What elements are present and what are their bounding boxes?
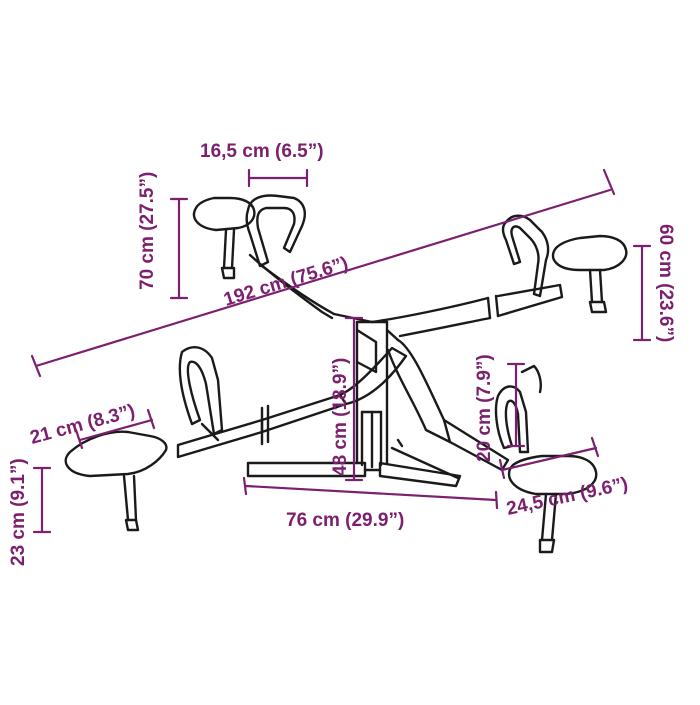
label-handle-small: 20 cm (7.9”)	[474, 354, 495, 462]
dim-line-base-length	[242, 476, 499, 510]
seat-back-right	[501, 214, 628, 314]
label-seat-width: 16,5 cm (6.5”)	[200, 141, 324, 162]
seat-back-left	[192, 194, 306, 280]
dimension-lines	[30, 168, 652, 534]
label-seat-height: 23 cm (9.1”)	[8, 458, 29, 566]
center-post	[355, 320, 400, 469]
label-seat-length: 24,5 cm (9.6”)	[505, 474, 630, 520]
label-pivot-height: 48 cm (18.9”)	[330, 358, 351, 476]
label-handle-height: 70 cm (27.5”)	[137, 172, 158, 290]
dim-line-handle-height	[169, 197, 189, 300]
dim-line-seat-width	[247, 168, 309, 188]
dim-line-seat-depth	[74, 408, 156, 450]
label-max-height: 60 cm (23.6”)	[655, 224, 676, 342]
label-seat-depth: 21 cm (8.3”)	[28, 401, 137, 449]
dim-line-pivot-height	[344, 316, 364, 482]
dim-line-seat-length	[498, 436, 600, 480]
dim-line-handle-small	[506, 362, 526, 448]
label-base-length: 76 cm (29.9”)	[286, 510, 404, 531]
base-frame	[246, 438, 462, 488]
seat-front-left	[64, 346, 224, 532]
label-total-length: 192 cm (75.6”)	[221, 253, 350, 311]
dim-line-max-height	[632, 244, 652, 342]
seesaw-drawing	[64, 194, 628, 554]
dim-line-total-length	[30, 168, 616, 378]
dimension-labels: 16,5 cm (6.5”) 70 cm (27.5”) 192 cm (75.…	[8, 141, 676, 566]
dim-line-seat-height	[32, 466, 52, 534]
